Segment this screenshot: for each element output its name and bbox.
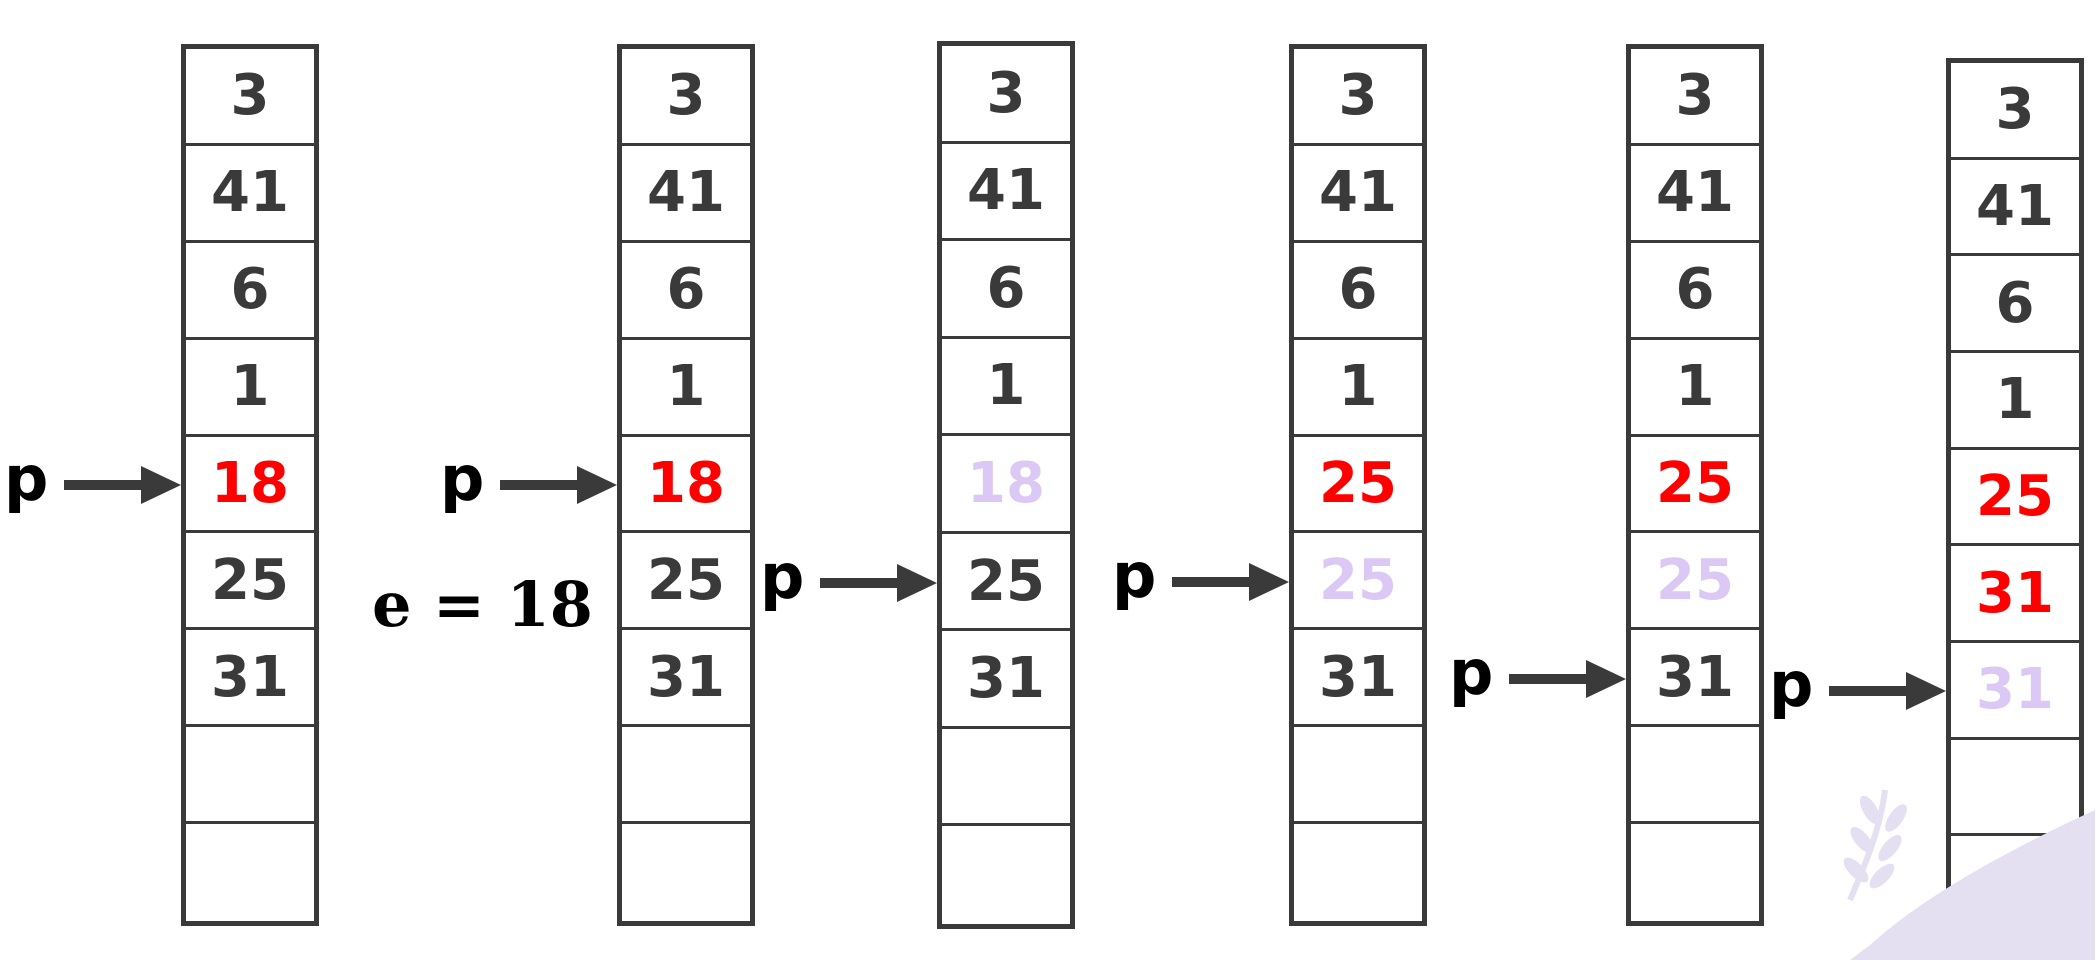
array-4-cell-3: 1 — [1294, 340, 1422, 437]
array-5-cell-4: 25 — [1631, 437, 1759, 534]
array-5-cell-0: 3 — [1631, 49, 1759, 146]
pointer-p-5: p — [1449, 641, 1627, 710]
array-3-cell-2: 6 — [942, 241, 1070, 339]
element-variable-label: e = 18 — [372, 568, 593, 641]
array-4-cell-2: 6 — [1294, 243, 1422, 340]
array-3-cell-6: 31 — [942, 631, 1070, 729]
array-2-cell-1: 41 — [622, 146, 750, 243]
array-3-cell-4: 18 — [942, 436, 1070, 534]
array-6-cell-7 — [1951, 740, 2079, 837]
array-2-cell-0: 3 — [622, 49, 750, 146]
array-2-cell-3: 1 — [622, 340, 750, 437]
array-1-cell-4: 18 — [186, 437, 314, 534]
array-5-cell-6: 31 — [1631, 630, 1759, 728]
array-4-cell-1: 41 — [1294, 146, 1422, 243]
array-4-cell-7 — [1294, 727, 1422, 824]
pointer-label: p — [1112, 538, 1157, 612]
arrow-right-icon — [500, 466, 618, 504]
array-3-cell-8 — [942, 826, 1070, 924]
array-4-cell-0: 3 — [1294, 49, 1422, 146]
array-3-cell-3: 1 — [942, 339, 1070, 437]
array-6-cell-0: 3 — [1951, 63, 2079, 160]
pointer-label: p — [440, 442, 485, 515]
arrow-right-icon — [1509, 659, 1627, 698]
arrow-right-icon — [64, 466, 182, 504]
pointer-p-1: p — [4, 448, 182, 516]
array-5-cell-3: 1 — [1631, 340, 1759, 437]
array-1-cell-3: 1 — [186, 340, 314, 437]
array-1-cell-7 — [186, 727, 314, 824]
array-5-cell-5: 25 — [1631, 533, 1759, 631]
array-2-cell-7 — [622, 727, 750, 824]
pointer-label: p — [1769, 648, 1814, 722]
array-1-cell-8 — [186, 824, 314, 921]
laurel-branch-icon — [1843, 789, 2095, 960]
array-1-cell-2: 6 — [186, 243, 314, 340]
pointer-p-6: p — [1769, 654, 1947, 722]
array-1-cell-0: 3 — [186, 49, 314, 146]
array-5-cell-2: 6 — [1631, 243, 1759, 340]
pointer-p-2: p — [440, 448, 618, 516]
array-6-cell-5: 31 — [1951, 546, 2079, 643]
array-6-cell-2: 6 — [1951, 256, 2079, 353]
array-5-cell-8 — [1631, 824, 1759, 921]
array-1-cell-5: 25 — [186, 533, 314, 631]
array-3-cell-0: 3 — [942, 46, 1070, 144]
array-3-cell-1: 41 — [942, 144, 1070, 242]
array-6-cell-3: 1 — [1951, 353, 2079, 450]
array-6-cell-6: 31 — [1951, 643, 2079, 740]
array-1-cell-6: 31 — [186, 630, 314, 728]
array-4-cell-6: 31 — [1294, 630, 1422, 728]
array-2-cell-8 — [622, 824, 750, 921]
array-3-cell-7 — [942, 729, 1070, 827]
array-2-cell-4: 18 — [622, 437, 750, 534]
array-4-cell-4: 25 — [1294, 437, 1422, 534]
array-4-cell-8 — [1294, 824, 1422, 921]
array-2-cell-6: 31 — [622, 630, 750, 728]
array-2-cell-5: 25 — [622, 533, 750, 631]
array-5-cell-1: 41 — [1631, 146, 1759, 243]
pointer-label: p — [1449, 635, 1494, 709]
pointer-p-4: p — [1112, 544, 1290, 613]
arrow-right-icon — [1829, 672, 1947, 711]
pointer-p-3: p — [760, 545, 938, 614]
pointer-label: p — [760, 539, 805, 613]
arrow-right-icon — [1172, 562, 1290, 601]
array-4-cell-5: 25 — [1294, 533, 1422, 631]
array-3-cell-5: 25 — [942, 534, 1070, 632]
array-2-cell-2: 6 — [622, 243, 750, 340]
pointer-label: p — [4, 442, 49, 515]
array-6-cell-1: 41 — [1951, 160, 2079, 257]
array-6-cell-4: 25 — [1951, 450, 2079, 547]
arrow-right-icon — [820, 563, 938, 602]
array-1-cell-1: 41 — [186, 146, 314, 243]
array-5-cell-7 — [1631, 727, 1759, 824]
